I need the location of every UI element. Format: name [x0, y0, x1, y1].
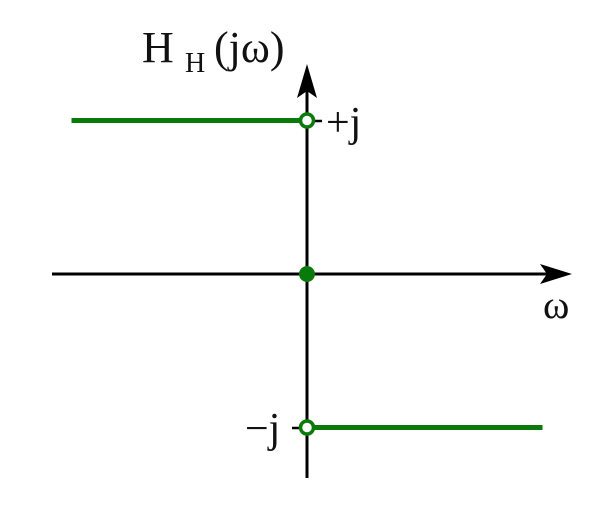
x-axis-label: ω [543, 282, 569, 327]
open-endpoint-positive-frequency [298, 419, 316, 436]
tick-label-minus-j: −j [245, 406, 280, 452]
vertical-axis-arrow [297, 64, 317, 98]
title-sub: H [185, 48, 205, 79]
open-endpoint-negative-frequency [298, 112, 316, 129]
tick-label-plus-j: +j [326, 100, 361, 146]
title-main: H [142, 23, 174, 72]
title-arg: (jω) [214, 23, 285, 72]
point-origin-value [299, 266, 315, 282]
omega-axis-arrow [540, 264, 572, 284]
